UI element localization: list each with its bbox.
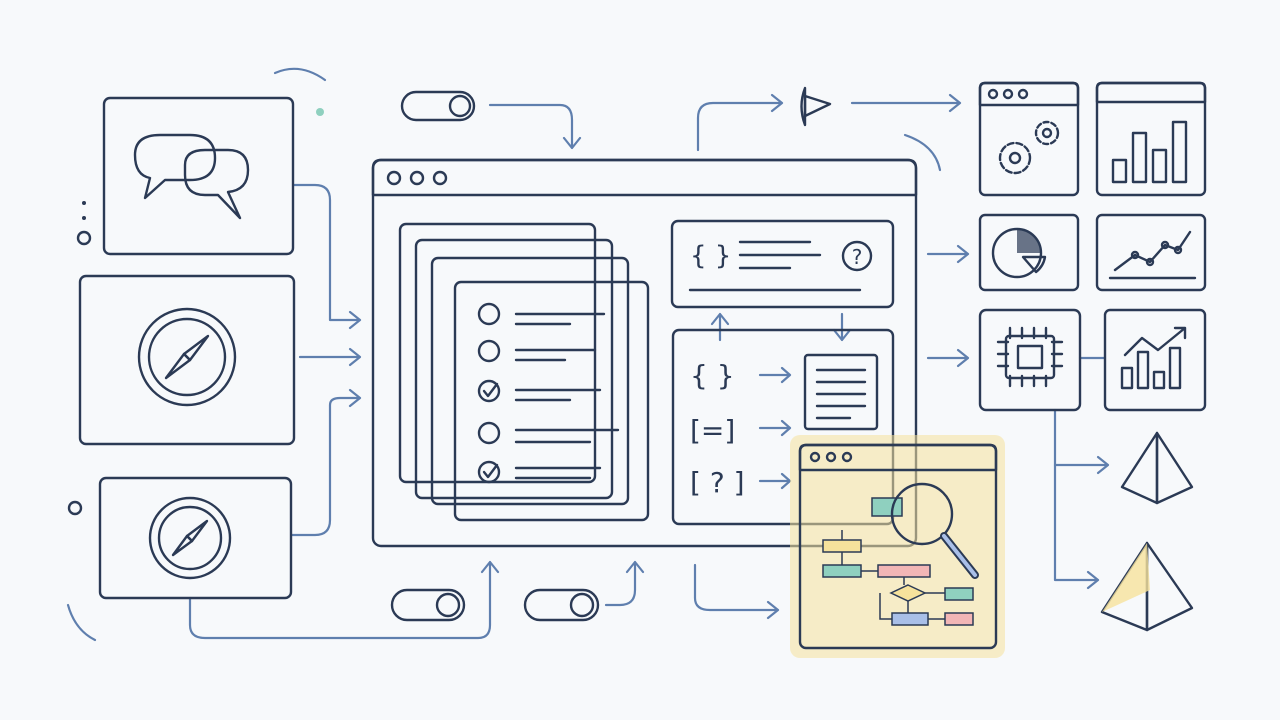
compass-icon — [148, 496, 232, 580]
chat-bubbles-icon — [133, 133, 250, 220]
window-dot — [409, 170, 425, 186]
decor-dot — [76, 230, 92, 246]
gear-icon — [1034, 120, 1060, 146]
bar-chart-card[interactable] — [1095, 81, 1207, 197]
flowchart-icon — [822, 497, 974, 626]
checkmark-icon — [477, 379, 501, 403]
card-stack[interactable] — [398, 222, 650, 522]
mapping-row: { } — [690, 359, 735, 392]
magnifier-icon — [890, 482, 979, 579]
decor-dot — [67, 500, 83, 516]
code-box[interactable]: { } ? — [670, 219, 895, 309]
checkmark-icon — [477, 460, 501, 484]
compass-panel-green[interactable] — [78, 274, 296, 446]
pie-chart-card[interactable] — [978, 213, 1080, 292]
window-dot — [386, 170, 402, 186]
toggle-icon[interactable] — [390, 588, 466, 622]
pie-chart-icon — [991, 227, 1047, 279]
line-chart-card[interactable] — [1095, 213, 1207, 292]
chat-panel[interactable] — [102, 96, 295, 256]
compass-icon — [137, 307, 237, 407]
decor-dot — [82, 201, 86, 205]
mapping-row: [=] — [690, 414, 735, 447]
braces-icon: { } — [690, 241, 731, 271]
chip-icon — [996, 326, 1064, 388]
bar-chart-icon — [1111, 120, 1188, 184]
megaphone-icon — [800, 86, 832, 127]
main-window — [371, 158, 918, 548]
window-dot — [432, 170, 448, 186]
gear-icon — [998, 141, 1032, 175]
question-icon: ? — [852, 245, 863, 269]
compass-panel-pink[interactable] — [98, 476, 293, 600]
trend-chart-card[interactable] — [1103, 308, 1207, 412]
toggle-icon[interactable] — [523, 588, 600, 622]
pyramid-icon — [1100, 541, 1194, 632]
decor-dot — [316, 108, 324, 116]
flowchart-window[interactable] — [790, 435, 1005, 658]
toggle-icon[interactable] — [400, 90, 476, 122]
mapping-row: [ ? ] — [690, 466, 745, 499]
document-icon — [803, 353, 879, 431]
chip-card[interactable] — [978, 308, 1082, 412]
line-chart-icon — [1108, 230, 1197, 280]
mapping-panel[interactable]: { } [=] [ ? ] — [671, 328, 895, 526]
settings-window[interactable] — [978, 81, 1080, 197]
checklist — [477, 302, 620, 484]
bar-chart-icon — [1120, 326, 1187, 390]
connectors — [66, 67, 1110, 642]
decor-dot — [82, 216, 86, 220]
pyramid-icon — [1120, 431, 1194, 505]
